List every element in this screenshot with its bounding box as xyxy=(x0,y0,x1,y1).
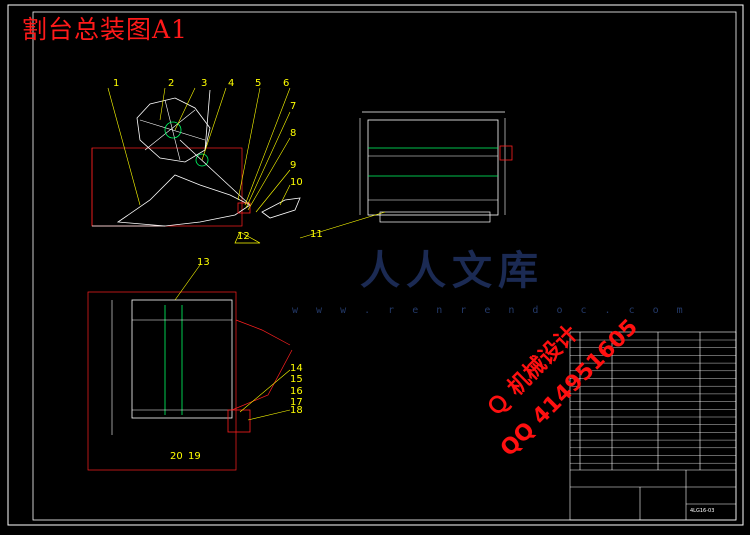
plan-view xyxy=(87,291,293,471)
title-block-rows xyxy=(570,339,736,464)
callout-label: 4 xyxy=(228,78,235,89)
callout-12-marker xyxy=(234,231,261,244)
front-frame xyxy=(367,119,499,216)
leader-18 xyxy=(247,409,291,421)
front-bottom-trough xyxy=(379,211,491,223)
leader-3 xyxy=(174,87,196,131)
leader-8 xyxy=(247,137,291,211)
title-block-outline xyxy=(569,331,737,521)
callout-label: 5 xyxy=(255,78,262,89)
callout-label: 20 xyxy=(170,451,183,462)
leader-7 xyxy=(245,111,291,209)
header-body xyxy=(116,174,251,227)
plan-frame xyxy=(131,299,233,419)
leader-6 xyxy=(244,87,291,206)
front-right-box xyxy=(499,145,513,161)
title-block xyxy=(569,331,737,521)
callout-label: 7 xyxy=(290,101,297,112)
leader-13 xyxy=(174,264,201,301)
callout-label: 9 xyxy=(290,160,297,171)
leader-9 xyxy=(255,169,291,213)
drawing-border xyxy=(32,11,737,521)
callout-label: 17 xyxy=(290,397,303,408)
callout-label: 14 xyxy=(290,363,303,374)
side-view xyxy=(91,89,301,244)
watermark-text: 人人文库 xyxy=(360,247,544,294)
reel xyxy=(136,97,211,163)
callout-label: 2 xyxy=(168,78,175,89)
leader-11 xyxy=(299,211,386,239)
reel-spoke-b xyxy=(164,99,181,161)
drawing-frame xyxy=(7,4,744,526)
side-dim-box xyxy=(91,147,243,227)
leader-4 xyxy=(201,87,227,161)
callout-label: 8 xyxy=(290,128,297,139)
leader-14 xyxy=(239,369,291,413)
watermark-url: w w w . r e n r e n d o c . c o m xyxy=(292,305,689,316)
leader-10 xyxy=(279,184,291,206)
frame-arm xyxy=(179,139,251,206)
drive-box xyxy=(237,202,251,214)
callout-label: 18 xyxy=(290,405,303,416)
callout-label: 19 xyxy=(188,451,201,462)
callout-leaders xyxy=(107,87,386,421)
front-view xyxy=(359,111,513,223)
reel-hub xyxy=(164,121,182,139)
reel-drive xyxy=(195,153,209,167)
callout-label: 6 xyxy=(283,78,290,89)
callout-label: 12 xyxy=(237,231,250,242)
plan-dim-box xyxy=(87,291,237,471)
callout-label: 1 xyxy=(113,78,120,89)
leader-2 xyxy=(159,87,166,121)
frame-arm-2 xyxy=(204,89,211,151)
hitch-link xyxy=(261,197,301,219)
callout-label: 3 xyxy=(201,78,208,89)
callout-label: 15 xyxy=(290,374,303,385)
plan-hitch xyxy=(235,319,291,346)
leader-5 xyxy=(237,87,261,201)
callout-label: 10 xyxy=(290,177,303,188)
plan-gearbox xyxy=(227,409,251,433)
callout-label: 13 xyxy=(197,257,210,268)
plan-drive-link xyxy=(231,349,293,411)
callout-label: 16 xyxy=(290,386,303,397)
callout-label: 11 xyxy=(310,229,323,240)
leader-1 xyxy=(107,87,141,206)
drawing-title: 割台总装图A1 xyxy=(22,15,188,44)
drawing-number: 4LG16-03 xyxy=(690,508,715,514)
reel-spoke-c xyxy=(144,109,196,151)
